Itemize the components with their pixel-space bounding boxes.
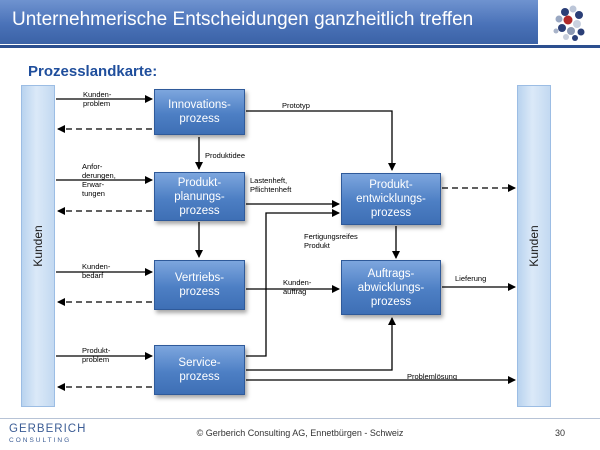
label-fertigungsreifes: Fertigungsreifes Produkt xyxy=(304,232,358,250)
process-development-label: Produkt- entwicklungs- prozess xyxy=(356,179,426,219)
label-lastenheft: Lastenheft, Pflichtenheft xyxy=(250,176,292,194)
customer-bar-right: Kunden xyxy=(517,85,551,407)
process-planning: Produkt- planungs- prozess xyxy=(154,172,245,221)
cube-logo-icon xyxy=(553,5,585,41)
arrow-service-development xyxy=(246,209,340,357)
process-innovation-label: Innovations- prozess xyxy=(168,99,231,125)
label-problemloesung: Problemlösung xyxy=(407,372,458,381)
header-divider xyxy=(0,45,600,48)
title-bar: Unternehmerische Entscheidungen ganzheit… xyxy=(0,0,538,44)
section-heading: Prozesslandkarte: xyxy=(28,63,158,80)
label-lieferung: Lieferung xyxy=(455,274,487,283)
process-sales: Vertriebs- prozess xyxy=(154,260,245,310)
process-order: Auftrags- abwicklungs- prozess xyxy=(341,260,441,315)
label-kundenproblem: Kunden- problem xyxy=(83,90,112,108)
process-order-label: Auftrags- abwicklungs- prozess xyxy=(357,267,425,308)
process-service-label: Service- prozess xyxy=(178,357,221,383)
label-anforderungen: Anfor- derungen, Erwar- tungen xyxy=(82,162,116,198)
company-logo-subtitle: CONSULTING xyxy=(9,437,72,444)
process-service: Service- prozess xyxy=(154,345,245,395)
label-kundenauftrag: Kunden- auftrag xyxy=(283,278,312,296)
process-planning-label: Produkt- planungs- prozess xyxy=(174,176,225,217)
company-logo: GERBERICH xyxy=(9,423,87,435)
label-produktproblem: Produkt- problem xyxy=(82,346,111,364)
process-development: Produkt- entwicklungs- prozess xyxy=(341,173,441,225)
page-title: Unternehmerische Entscheidungen ganzheit… xyxy=(12,9,474,30)
customer-bar-left: Kunden xyxy=(21,85,55,407)
process-innovation: Innovations- prozess xyxy=(154,89,245,135)
process-sales-label: Vertriebs- prozess xyxy=(174,272,225,298)
page-number: 30 xyxy=(555,428,566,438)
copyright-text: © Gerberich Consulting AG, Ennetbürgen -… xyxy=(196,428,404,438)
label-kundenbedarf: Kunden- bedarf xyxy=(82,262,111,280)
cube-logo xyxy=(541,0,600,44)
footer-divider xyxy=(0,418,600,419)
label-prototyp: Prototyp xyxy=(282,101,310,110)
arrow-prototyp xyxy=(246,110,396,171)
label-produktidee: Produktidee xyxy=(205,151,246,160)
arrow-service-order xyxy=(246,317,396,371)
